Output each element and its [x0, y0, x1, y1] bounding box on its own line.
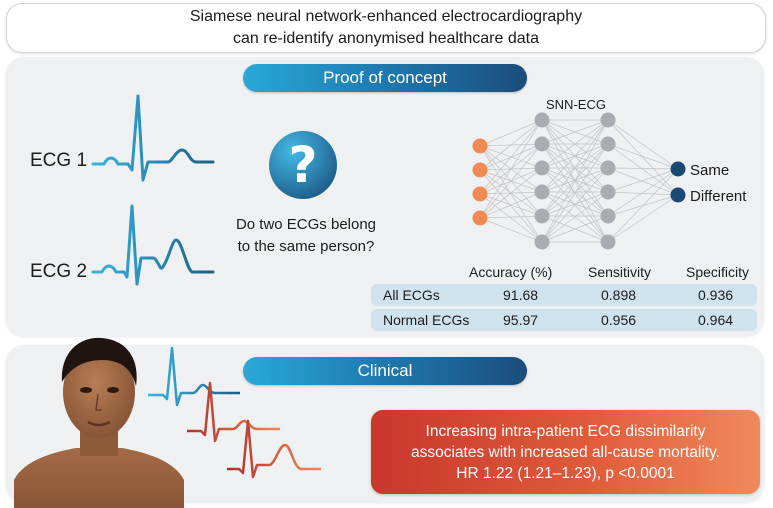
network-connection	[541, 143, 609, 217]
hidden-node	[600, 208, 616, 224]
network-connection	[607, 143, 679, 196]
network-connection	[541, 191, 609, 243]
hidden-node	[600, 234, 616, 250]
hidden-node	[534, 160, 550, 176]
person-illustration	[14, 337, 184, 508]
hidden-node	[534, 234, 550, 250]
question-line-1: Do two ECGs belong	[235, 216, 377, 233]
network-connection	[479, 215, 543, 219]
finding-line-3: HR 1.22 (1.21–1.23), p <0.0001	[456, 464, 675, 482]
hidden-node	[534, 112, 550, 128]
proof-pill-label: Proof of concept	[323, 68, 447, 87]
network-connection	[479, 167, 543, 219]
ecg-2-label: ECG 2	[30, 261, 88, 282]
network-connection	[541, 119, 609, 243]
ecg-1-label: ECG 1	[30, 150, 88, 171]
input-node	[472, 162, 488, 178]
specificity-value: 0.964	[698, 312, 734, 328]
network-connection	[479, 119, 543, 171]
title-line-1: Siamese neural network-enhanced electroc…	[189, 8, 583, 25]
finding-line-2: associates with increased all-cause mort…	[411, 443, 720, 461]
network-connection	[607, 168, 679, 217]
accuracy-value: 95.97	[503, 312, 539, 328]
sensitivity-value: 0.956	[601, 312, 637, 328]
sensitivity-value: 0.898	[601, 287, 637, 303]
hidden-node	[600, 136, 616, 152]
network-connection	[607, 168, 679, 243]
clinical-pill: Clinical	[243, 357, 527, 385]
clinical-ecg-traces	[148, 346, 321, 479]
network-connection	[479, 119, 543, 219]
question-mark-icon: ?	[269, 131, 337, 199]
ecg-1-trace	[91, 94, 215, 182]
accuracy-value: 91.68	[503, 287, 539, 303]
clinical-pill-label: Clinical	[357, 361, 413, 380]
network-connection	[479, 119, 543, 147]
network-connection	[479, 143, 543, 219]
hidden-node	[534, 136, 550, 152]
clinical-finding-box: Increasing intra-patient ECG dissimilari…	[371, 410, 760, 494]
network-connection	[541, 215, 609, 243]
network-connection	[541, 119, 609, 145]
network-connection	[607, 191, 679, 196]
column-header-sensitivity: Sensitivity	[588, 264, 652, 280]
hidden-node	[600, 184, 616, 200]
specificity-value: 0.936	[698, 287, 734, 303]
hidden-node	[600, 112, 616, 128]
svg-text:?: ?	[288, 136, 317, 194]
table-row-all-ecgs: All ECGs 91.68 0.898 0.936	[371, 284, 757, 306]
proof-of-concept-pill: Proof of concept	[243, 64, 527, 92]
network-connection	[607, 119, 679, 170]
snn-ecg-network	[472, 112, 686, 250]
input-node	[472, 186, 488, 202]
hidden-node	[534, 208, 550, 224]
network-connection	[607, 119, 679, 196]
network-connection	[607, 194, 679, 243]
question-line-2: to the same person?	[237, 238, 375, 255]
row-label: Normal ECGs	[383, 312, 470, 328]
hidden-node	[534, 184, 550, 200]
ecg-2-trace	[91, 204, 215, 286]
column-header-specificity: Specificity	[686, 264, 750, 280]
network-connection	[541, 167, 609, 217]
network-connection	[541, 167, 609, 243]
network-connection	[479, 119, 543, 195]
network-connection	[607, 168, 679, 193]
network-connection	[541, 191, 609, 217]
output-same-label: Same	[690, 162, 730, 179]
network-connection	[541, 119, 609, 217]
network-connection	[479, 191, 543, 219]
network-connection	[479, 217, 543, 243]
finding-line-1: Increasing intra-patient ECG dissimilari…	[425, 422, 706, 440]
input-node	[472, 138, 488, 154]
table-row-normal-ecgs: Normal ECGs 95.97 0.956 0.964	[371, 309, 757, 331]
output-node	[670, 187, 686, 203]
title-box: Siamese neural network-enhanced electroc…	[6, 3, 766, 53]
network-connection	[541, 119, 609, 193]
title-line-2: can re-identify anonymised healthcare da…	[233, 30, 539, 47]
network-connection	[607, 167, 679, 170]
network-connection	[607, 143, 679, 170]
network-connection	[607, 167, 679, 196]
output-node	[670, 161, 686, 177]
row-label: All ECGs	[383, 287, 440, 303]
network-label: SNN-ECG	[546, 97, 606, 112]
column-header-accuracy: Accuracy (%)	[469, 264, 553, 280]
network-connection	[541, 143, 609, 243]
output-different-label: Different	[690, 188, 747, 205]
network-connection	[541, 119, 609, 169]
hidden-node	[600, 160, 616, 176]
question-text: Do two ECGs belong to the same person?	[226, 214, 386, 258]
input-node	[472, 210, 488, 226]
